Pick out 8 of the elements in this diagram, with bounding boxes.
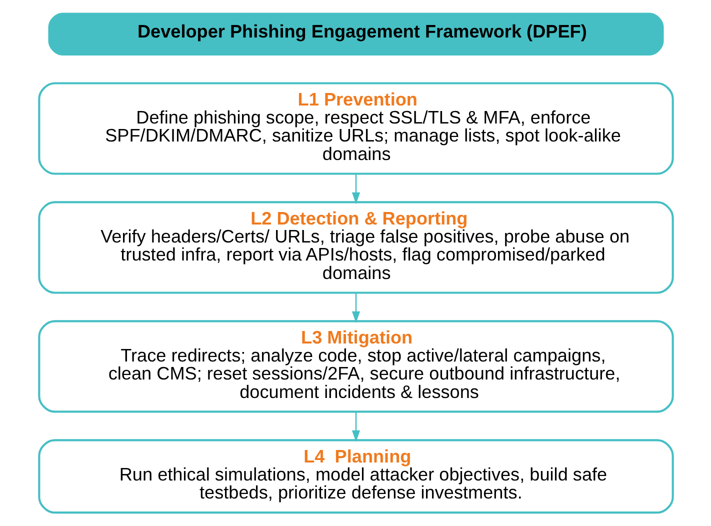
arrow: [351, 412, 360, 442]
node-box: L1 Prevention Define phishing scope, respect SSL/TLS & MFA, enforce SPF/DKIM/DMARC, sanitize URLs; manage lists, spot look-alike domains: [38, 82, 674, 175]
node-box: L4 Planning Run ethical simulations, model attacker objectives, build safe testbeds, prioritize defense investments.: [38, 439, 674, 514]
arrow: [351, 174, 360, 204]
node-box: Developer Phishing Engagement Framework (DPEF): [48, 12, 664, 56]
node-box: L2 Detection & Reporting Verify headers/Certs/ URLs, triage false positives, probe abuse on trusted infra, report via APIs/hosts, flag compromised/parked domains: [38, 201, 674, 294]
node-box: L3 Mitigation Trace redirects; analyze code, stop active/lateral campaigns, clean CMS; reset sessions/2FA, secure outbound infrastructure, document incidents & lessons: [38, 320, 674, 413]
arrow: [351, 292, 360, 324]
